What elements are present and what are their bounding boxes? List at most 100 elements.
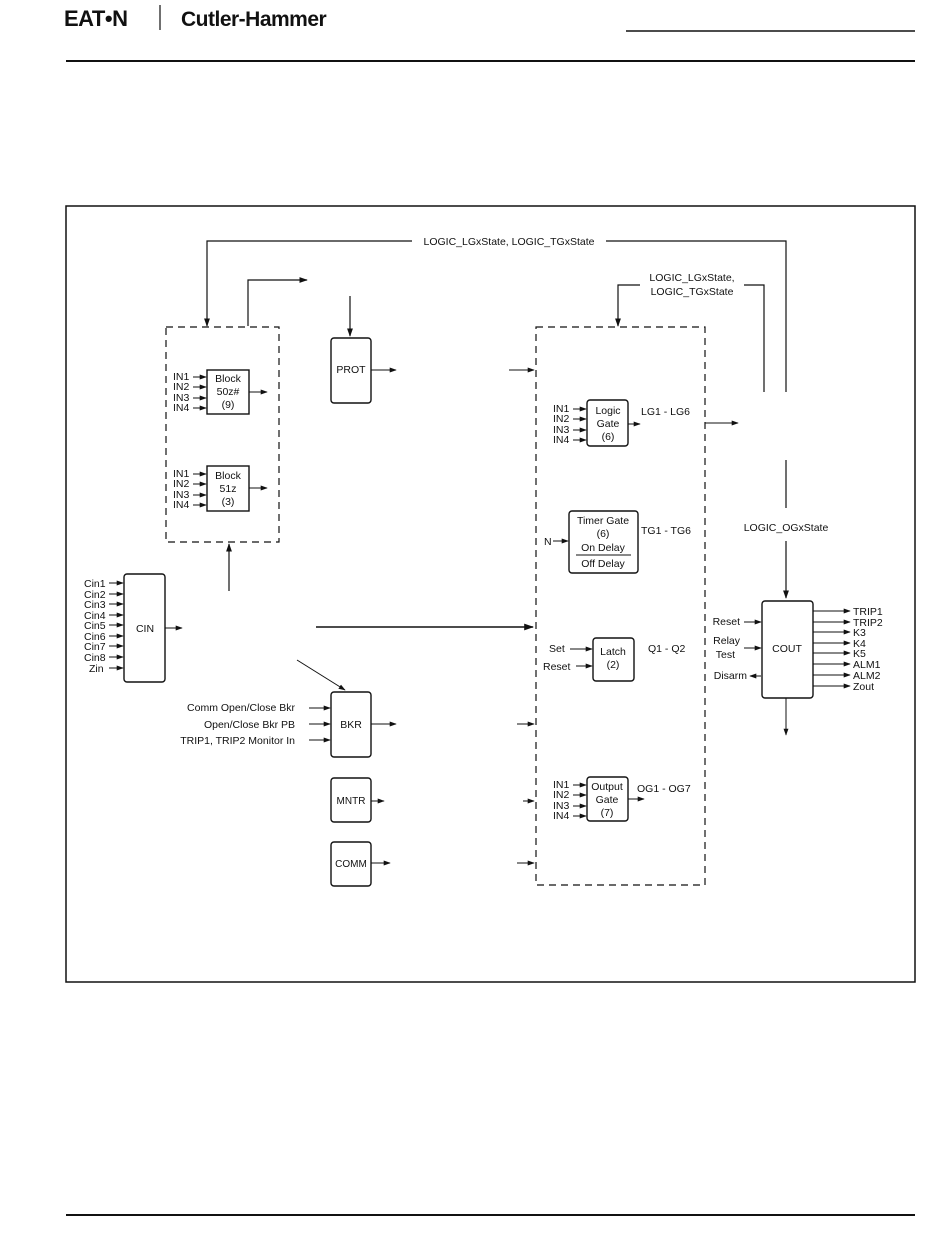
- output-gate-in3: IN3: [553, 800, 570, 812]
- mntr-label: MNTR: [337, 796, 366, 807]
- feedback-top-label: LOGIC_LGxState, LOGIC_TGxState: [424, 236, 595, 248]
- block-51-line2: 51z: [220, 483, 237, 495]
- comm-group: COMM: [330, 841, 391, 887]
- prot-group: PROT: [330, 296, 397, 404]
- block-50-line2: 50z#: [217, 386, 240, 398]
- block-51-in3: IN3: [173, 489, 190, 501]
- block-51-in2: IN2: [173, 478, 190, 490]
- logic-group-dashed: [535, 326, 706, 886]
- timer-gate-line4: Off Delay: [581, 558, 625, 570]
- logic-gate-line1: Logic: [595, 405, 620, 417]
- bkr-input-2: Open/Close Bkr PB: [204, 719, 295, 731]
- cutler-hammer-logo: Cutler-Hammer: [181, 8, 327, 31]
- cout-input-test: Test: [716, 649, 735, 661]
- cout-output-k3: K3: [853, 627, 866, 639]
- cout-input-reset: Reset: [713, 616, 741, 628]
- bkr-input-3: TRIP1, TRIP2 Monitor In: [180, 735, 295, 747]
- mntr-group: MNTR: [330, 777, 385, 823]
- output-gate-group: Output Gate (7) IN1 IN2 IN3 IN4 OG1 - OG…: [553, 776, 691, 822]
- cin-input-2: Cin2: [84, 589, 106, 601]
- latch-line2: (2): [607, 659, 620, 671]
- timer-gate-input: N: [544, 536, 552, 548]
- block-51-in4: IN4: [173, 499, 190, 511]
- cout-group: COUT Reset Relay Test Disarm TRIP1 TRIP2…: [713, 600, 883, 736]
- header: EAT•N Cutler-Hammer: [64, 5, 915, 62]
- logic-gate-in1: IN1: [553, 403, 570, 415]
- timer-gate-line3: On Delay: [581, 542, 626, 554]
- block-51-line3: (3): [222, 496, 235, 508]
- logic-gate-in3: IN3: [553, 424, 570, 436]
- logic-gate-group: Logic Gate (6) IN1 IN2 IN3 IN4 LG1 - LG6: [553, 399, 690, 447]
- comm-block: [330, 841, 372, 887]
- cin-input-4: Cin4: [84, 610, 106, 622]
- logic-gate-line3: (6): [602, 431, 615, 443]
- block-50-in2: IN2: [173, 381, 190, 393]
- cout-input-relay: Relay: [713, 635, 741, 647]
- prot-label: PROT: [336, 364, 366, 376]
- cout-output-trip1: TRIP1: [853, 606, 883, 618]
- block-51-in1: IN1: [173, 468, 190, 480]
- feedback-right-label-2: LOGIC_TGxState: [651, 286, 734, 298]
- block-50-group: Block 50z# (9) IN1 IN2 IN3 IN4: [173, 369, 268, 415]
- cin-input-3: Cin3: [84, 599, 106, 611]
- cin-group: CIN Cin1 Cin2 Cin3 Cin4 Cin5 Cin6 Cin7 C…: [84, 573, 183, 683]
- latch-group: Latch (2) Set Reset Q1 - Q2: [543, 637, 686, 682]
- cout-output-zout: Zout: [853, 681, 874, 693]
- block-group-output-arrow: [247, 277, 308, 326]
- latch-reset: Reset: [543, 661, 571, 673]
- figure-frame: [65, 205, 916, 983]
- feedback-right-loop: [615, 284, 765, 392]
- block-51: [206, 465, 250, 512]
- output-gate-in1: IN1: [553, 779, 570, 791]
- feedback-top-loop: [204, 240, 787, 392]
- feedback-right-label-1: LOGIC_LGxState,: [649, 272, 734, 284]
- block-51-line1: Block: [215, 470, 241, 482]
- timer-gate-group: Timer Gate (6) On Delay Off Delay N TG1 …: [544, 510, 691, 574]
- output-gate-in4: IN4: [553, 810, 570, 822]
- block-50-in3: IN3: [173, 392, 190, 404]
- latch: [592, 637, 635, 682]
- comm-label: COMM: [335, 859, 367, 870]
- block-group-dashed: [165, 326, 280, 543]
- logic-gate-in2: IN2: [553, 413, 570, 425]
- output-gate-line2: Gate: [596, 794, 619, 806]
- cin-input-7: Cin7: [84, 641, 106, 653]
- og-state-label: LOGIC_OGxState: [744, 522, 829, 534]
- cin-label: CIN: [136, 623, 154, 635]
- block-50-in1: IN1: [173, 371, 190, 383]
- block-51-group: Block 51z (3) IN1 IN2 IN3 IN4: [173, 465, 268, 512]
- timer-gate: [568, 510, 639, 574]
- bkr-input-1: Comm Open/Close Bkr: [187, 702, 295, 714]
- block-50-in4: IN4: [173, 402, 190, 414]
- cin-input-1: Cin1: [84, 578, 106, 590]
- cout-output-alm2: ALM2: [853, 670, 881, 682]
- latch-line1: Latch: [600, 646, 626, 658]
- cout-input-disarm: Disarm: [714, 670, 748, 682]
- cin-input-6: Cin6: [84, 631, 106, 643]
- cout-output-k5: K5: [853, 648, 866, 660]
- eaton-logo: EAT•N: [64, 6, 127, 31]
- cin-input-zin: Zin: [89, 663, 104, 675]
- block-50-line1: Block: [215, 373, 241, 385]
- output-gate-in2: IN2: [553, 789, 570, 801]
- output-gate-line1: Output: [591, 781, 623, 793]
- cout-output-alm1: ALM1: [853, 659, 881, 671]
- cout-label: COUT: [772, 643, 802, 655]
- latch-set: Set: [549, 643, 565, 655]
- timer-gate-line1: Timer Gate: [577, 515, 629, 527]
- logic-gate-output: LG1 - LG6: [641, 406, 690, 418]
- timer-gate-output: TG1 - TG6: [641, 525, 691, 537]
- timer-gate-line2: (6): [597, 528, 610, 540]
- logic-gate: [586, 399, 629, 447]
- cout-block: [761, 600, 814, 699]
- output-gate-line3: (7): [601, 807, 614, 819]
- block-50-line3: (9): [222, 399, 235, 411]
- bkr-group: BKR Comm Open/Close Bkr Open/Close Bkr P…: [180, 659, 397, 758]
- logic-gate-line2: Gate: [597, 418, 620, 430]
- cout-output-trip2: TRIP2: [853, 617, 883, 629]
- logic-gate-in4: IN4: [553, 434, 570, 446]
- cin-input-5: Cin5: [84, 620, 106, 632]
- mntr-block: [330, 777, 372, 823]
- bkr-label: BKR: [340, 719, 362, 731]
